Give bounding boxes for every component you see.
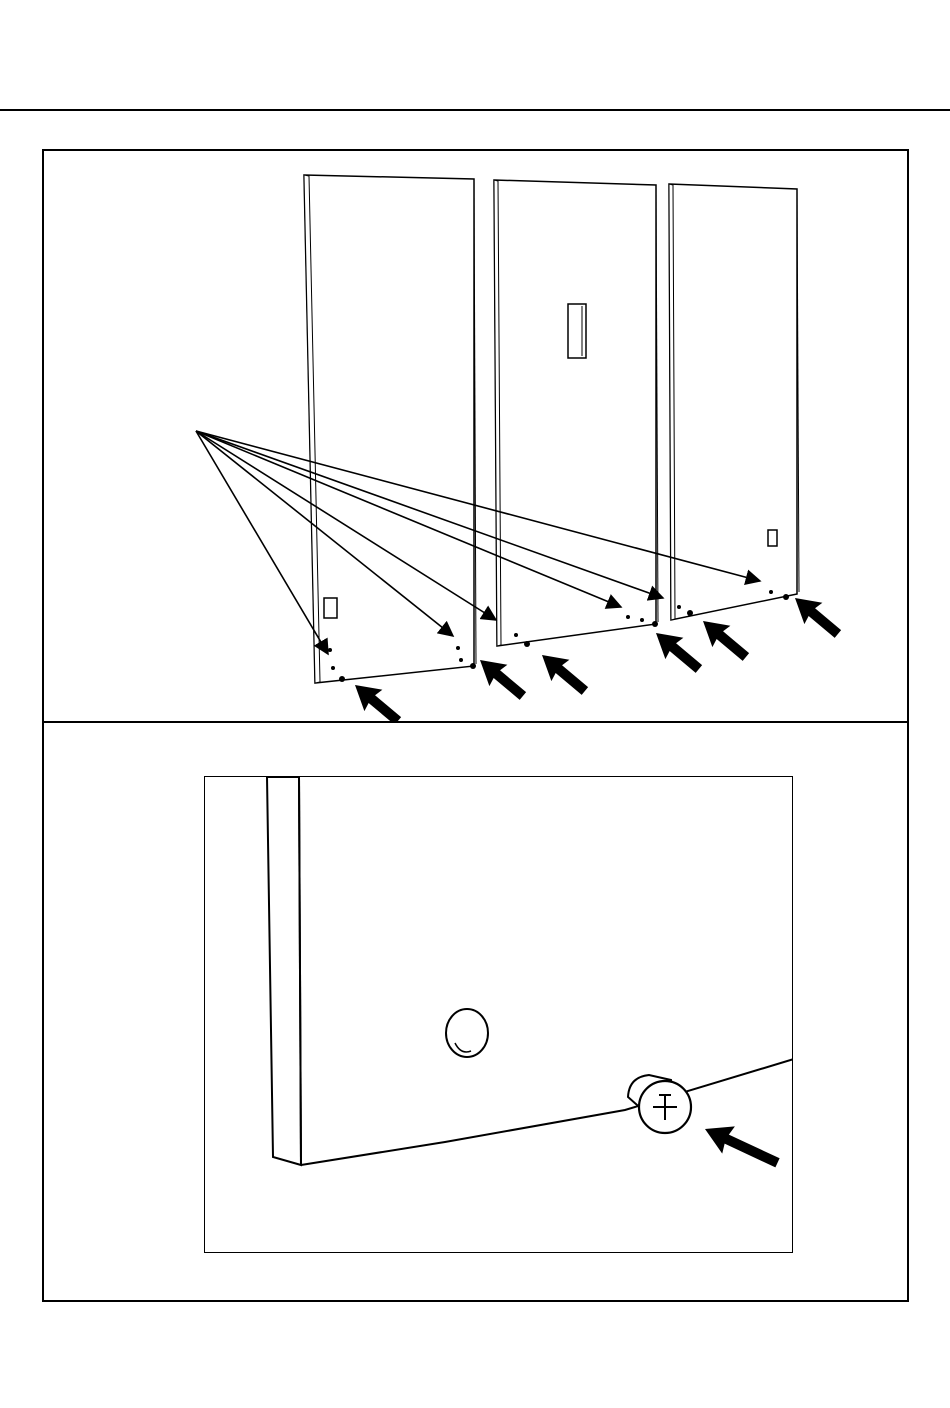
cam-slot-right — [768, 530, 777, 546]
arrow-icon — [471, 649, 532, 706]
cam-lock-icon — [628, 1075, 691, 1133]
detail-view — [204, 776, 793, 1253]
arrow-icon — [699, 1115, 784, 1176]
arrow-icon — [786, 587, 847, 644]
panel-middle — [494, 180, 658, 647]
dowel-hole — [446, 1009, 488, 1057]
panel-left — [304, 175, 476, 683]
panel-right — [669, 184, 799, 620]
arrow-icon — [346, 674, 407, 722]
panels-illustration — [0, 0, 950, 722]
cam-slot-left — [324, 598, 337, 618]
arrow-icon — [647, 622, 708, 679]
handle-slot — [568, 304, 586, 358]
arrow-icon — [694, 610, 755, 667]
arrow-icon — [533, 644, 594, 701]
detail-illustration — [205, 777, 793, 1253]
